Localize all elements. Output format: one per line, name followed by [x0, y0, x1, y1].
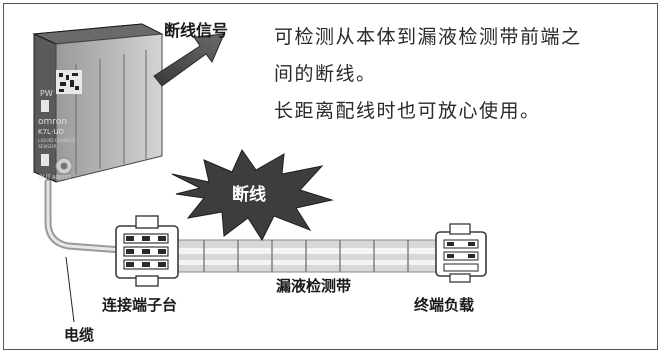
- sensor-device: PW omron K7L-UD LIQUID LEAKAGE SENSOR OU…: [32, 23, 164, 183]
- signal-arrow-icon: [153, 33, 225, 87]
- out-label: OUT: [38, 174, 51, 181]
- device-subtitle1: LIQUID LEAKAGE: [38, 138, 76, 144]
- detection-band-label: 漏液检测带: [276, 277, 352, 295]
- description-line-2: 间的断线。: [274, 63, 377, 85]
- terminal-load-label: 终端负载: [414, 296, 475, 314]
- cable: [44, 178, 126, 254]
- device-subtitle2: SENSOR: [38, 144, 57, 150]
- description-line-3: 长距离配线时也可放心使用。: [274, 100, 541, 122]
- terminal-load: [435, 223, 487, 283]
- leak-sensor-diagram: PW omron K7L-UD LIQUID LEAKAGE SENSOR OU…: [32, 23, 487, 323]
- cable-pointer-line: [65, 256, 75, 323]
- pw-label: PW: [40, 89, 53, 98]
- adjust-label: ADJUST: [52, 175, 72, 181]
- detection-band: [173, 239, 445, 273]
- device-brand: omron: [38, 117, 67, 127]
- cable-label: 电缆: [64, 326, 95, 344]
- device-model: K7L-UD: [38, 128, 64, 136]
- description-line-1: 可检测从本体到漏液检测带前端之: [274, 26, 582, 48]
- terminal-block-label: 连接端子台: [102, 296, 178, 314]
- break-burst-icon: [171, 148, 334, 242]
- burst-label: 断线: [232, 185, 266, 205]
- diagram-frame: PW omron K7L-UD LIQUID LEAKAGE SENSOR OU…: [3, 3, 658, 350]
- terminal-block: [115, 215, 179, 287]
- signal-label: 断线信号: [164, 21, 229, 40]
